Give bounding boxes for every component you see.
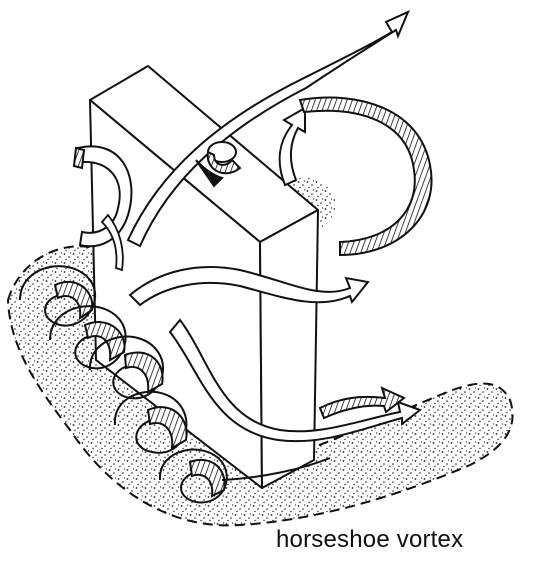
diagram-caption: horseshoe vortex: [276, 526, 463, 554]
upwash-arrow: [280, 108, 305, 185]
wake-vortex-curl: [300, 98, 432, 255]
block-side-face: [260, 210, 318, 488]
